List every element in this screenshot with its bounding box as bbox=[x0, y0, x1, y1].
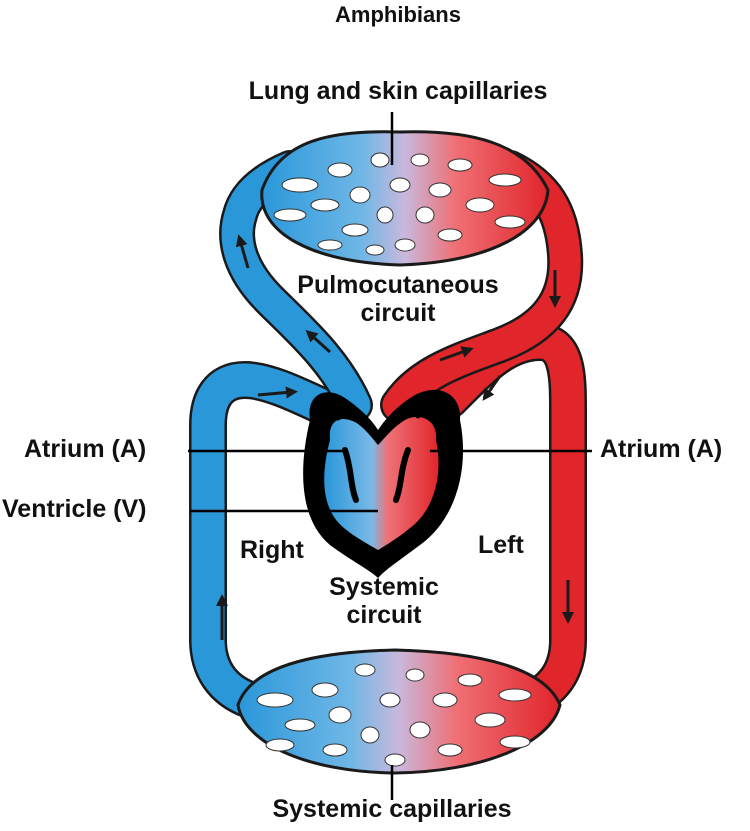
flow-arrow bbox=[305, 329, 332, 354]
pulmocutaneous-venous-vessel bbox=[219, 150, 373, 423]
systemic-arterial-vessel bbox=[431, 322, 587, 721]
flow-arrow bbox=[235, 234, 250, 269]
systemic-capillary-bed bbox=[236, 648, 562, 775]
flow-arrow bbox=[257, 386, 298, 399]
right-side-label: Right bbox=[240, 536, 304, 564]
flow-arrow bbox=[439, 346, 474, 362]
ventricle-label: Ventricle (V) bbox=[2, 495, 147, 523]
systemic-venous-vessel bbox=[189, 360, 349, 719]
left-side-label: Left bbox=[478, 531, 524, 559]
systemic-capillaries-label: Systemic capillaries bbox=[272, 795, 512, 823]
lung-skin-capillaries-label: Lung and skin capillaries bbox=[248, 77, 548, 105]
pulmocutaneous-circuit-label: Pulmocutaneous circuit bbox=[297, 271, 499, 327]
heart bbox=[303, 389, 464, 578]
lung-capillary-bed bbox=[260, 130, 550, 267]
pulmocutaneous-arterial-vessel bbox=[380, 150, 584, 423]
flow-arrow bbox=[482, 375, 502, 401]
atrium-label-right: Atrium (A) bbox=[600, 435, 723, 463]
diagram-title: Amphibians bbox=[335, 2, 461, 27]
atrium-label-left: Atrium (A) bbox=[24, 435, 147, 463]
systemic-circuit-label: Systemic circuit bbox=[329, 573, 439, 629]
